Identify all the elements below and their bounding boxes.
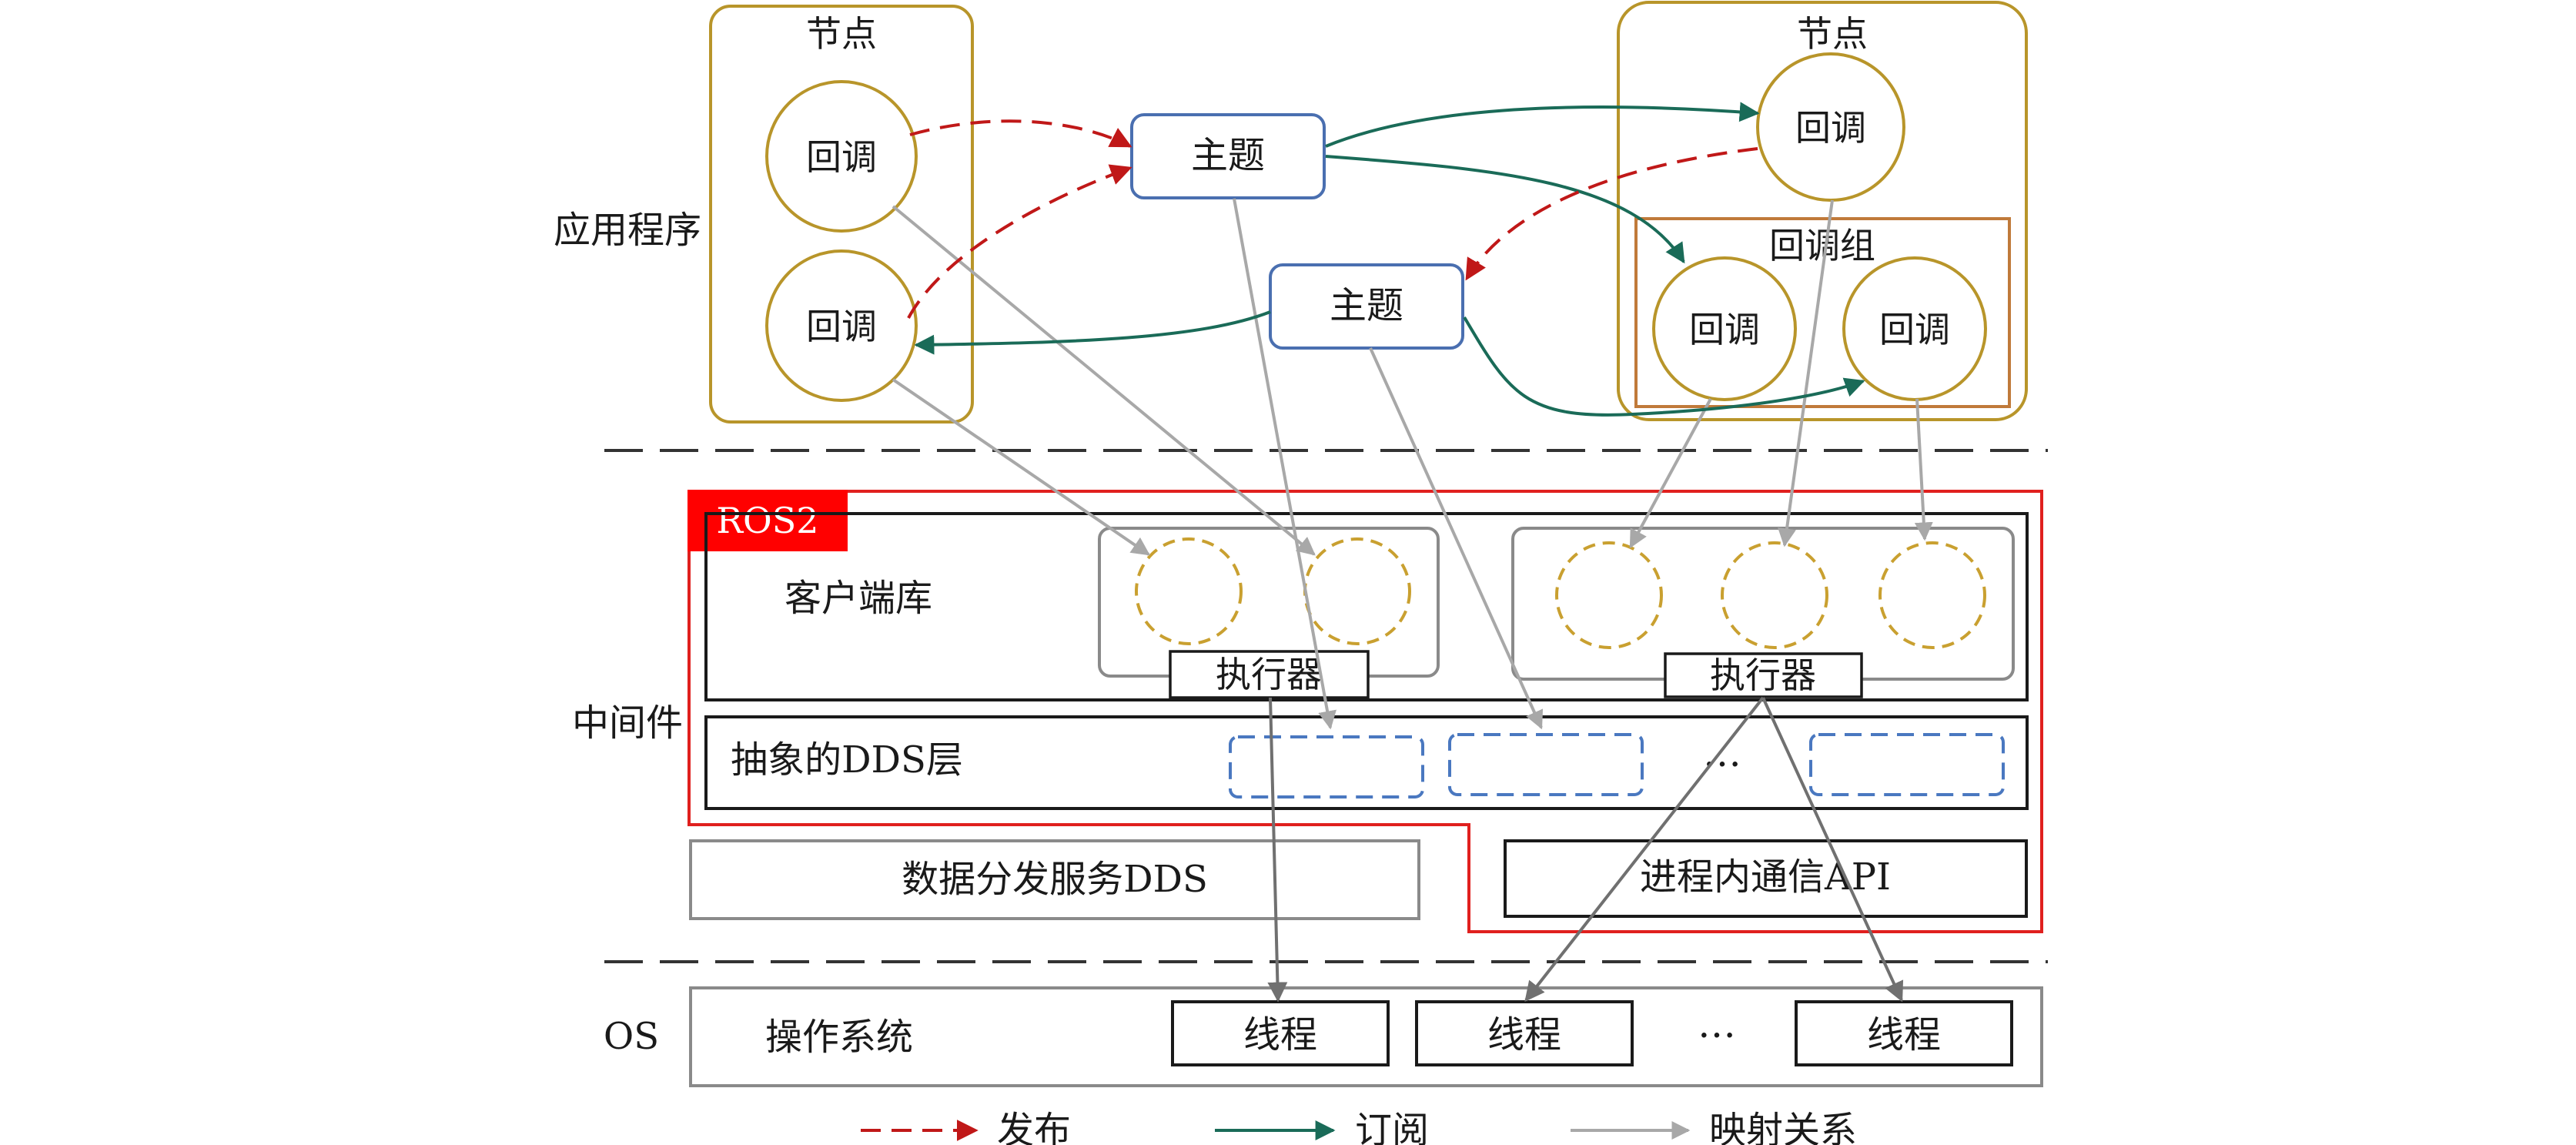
executor-a-slot-2 <box>1303 537 1411 645</box>
group-callback-a[interactable] <box>1652 256 1797 401</box>
ros2-badge <box>687 490 848 551</box>
layer-label-application: 应用程序 <box>554 209 701 252</box>
intra-process-label: 进程内通信API <box>1640 855 1891 899</box>
right-node: 节点 回调 回调组 回调 回调 <box>1617 1 2028 421</box>
publish-arrows <box>907 119 1758 319</box>
exec-b-to-thread-b <box>1524 696 1765 1003</box>
client-library-label: 客户端库 <box>785 577 932 620</box>
dds-slot-3 <box>1809 733 2005 796</box>
layer-label-middleware: 中间件 <box>572 701 683 745</box>
thread-c-label: 线程 <box>1867 1013 1941 1056</box>
thread-a-label: 线程 <box>1243 1013 1317 1056</box>
legend-subscribe-label: 订阅 <box>1355 1109 1429 1145</box>
sub-topic-a-to-group-a <box>1325 155 1685 264</box>
executor-a-label: 执行器 <box>1216 654 1322 695</box>
map-topic-a-to-dds <box>1233 198 1337 730</box>
dds-label: 数据分发服务DDS <box>902 858 1208 901</box>
executor-a-slot-1 <box>1135 537 1243 645</box>
right-node-title: 节点 <box>1797 13 1868 55</box>
map-left-b-to-slot <box>892 378 1150 556</box>
right-callback-top-label: 回调 <box>1795 107 1866 149</box>
ros2-boundary <box>687 490 2043 933</box>
left-callback-b-label: 回调 <box>806 306 877 347</box>
executor-b[interactable] <box>1664 652 1863 698</box>
left-callback-a-label: 回调 <box>806 136 877 178</box>
pub-right-top-to-topic-b <box>1465 147 1758 281</box>
thread-ellipsis: … <box>1698 1002 1736 1046</box>
thread-c[interactable] <box>1795 1000 2013 1066</box>
group-callback-a-label: 回调 <box>1689 309 1760 350</box>
mapping-arrows <box>892 198 1933 730</box>
map-group-a-to-slot <box>1629 398 1712 549</box>
topic-a[interactable]: 主题 <box>1130 113 1326 199</box>
left-callback-b[interactable] <box>765 249 918 402</box>
layer-label-os: OS <box>604 1015 659 1058</box>
map-right-top-to-slot <box>1778 199 1834 547</box>
intra-process-box <box>1504 839 2028 918</box>
ros2-badge-label: ROS2 <box>716 500 818 541</box>
subscribe-arrows <box>914 102 1865 417</box>
dds-slot-2 <box>1448 733 1644 796</box>
pub-left-a-to-topic-a <box>909 119 1132 148</box>
left-node: 节点 回调 回调 <box>709 5 974 424</box>
map-left-a-to-slot <box>892 205 1316 556</box>
exec-b-to-thread-c <box>1761 697 1904 1003</box>
executor-b-label: 执行器 <box>1710 655 1816 696</box>
group-callback-b-label: 回调 <box>1879 309 1950 350</box>
sub-topic-b-to-left-b <box>914 310 1271 355</box>
pub-left-b-to-topic-a <box>907 164 1132 319</box>
legend: 发布 订阅 映射关系 <box>861 1109 1857 1145</box>
executor-thread-arrows <box>1267 696 1904 1003</box>
left-node-title: 节点 <box>806 13 877 55</box>
topic-b-label: 主题 <box>1330 284 1403 327</box>
callback-group <box>1634 217 2011 408</box>
map-topic-b-to-dds <box>1369 347 1544 730</box>
thread-a[interactable] <box>1171 1000 1390 1066</box>
exec-a-to-thread-a <box>1267 697 1288 1003</box>
group-callback-b[interactable] <box>1842 256 1987 401</box>
topic-b[interactable]: 主题 <box>1269 263 1464 350</box>
executor-a[interactable] <box>1169 650 1370 699</box>
dds-abstraction-box <box>704 715 2029 810</box>
map-group-b-to-slot <box>1914 398 1933 541</box>
client-library-box <box>704 512 2029 701</box>
sub-topic-a-to-right-top <box>1325 102 1760 148</box>
executor-b-slot-1 <box>1555 541 1663 649</box>
os-label: 操作系统 <box>765 1016 913 1059</box>
left-callback-a[interactable] <box>765 80 918 233</box>
dds-box <box>689 839 1420 920</box>
legend-mapping-label: 映射关系 <box>1709 1109 1857 1145</box>
callback-group-label: 回调组 <box>1769 225 1875 266</box>
executor-b-slot-3 <box>1878 541 1986 649</box>
thread-b-label: 线程 <box>1487 1013 1561 1056</box>
dds-slot-1 <box>1229 735 1424 798</box>
dds-abstraction-label: 抽象的DDS层 <box>731 738 963 782</box>
legend-publish-label: 发布 <box>997 1109 1071 1145</box>
thread-b[interactable] <box>1415 1000 1634 1066</box>
sub-topic-b-to-group-b <box>1463 316 1865 417</box>
executor-b-slot-2 <box>1721 541 1828 649</box>
topic-a-label: 主题 <box>1191 134 1265 177</box>
